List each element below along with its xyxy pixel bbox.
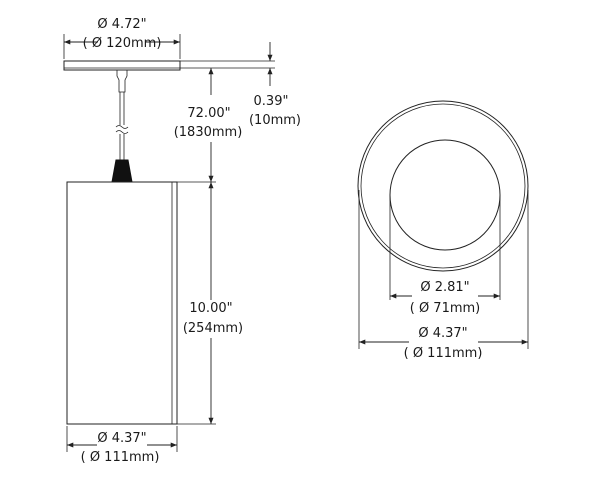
cord-length-mm: (1830mm): [174, 125, 243, 140]
suspension-cord: [115, 70, 129, 160]
cylinder-height-dimension: 10.00" (254mm): [183, 182, 243, 424]
outer-diameter-mm: ( Ø 111mm): [404, 346, 483, 361]
canopy-thickness-dimension: 0.39" (10mm): [249, 42, 301, 128]
outer-diameter-in: Ø 4.37": [418, 326, 467, 341]
inner-diameter-in: Ø 2.81": [420, 280, 469, 295]
inner-diameter-mm: ( Ø 71mm): [410, 301, 481, 316]
outer-diameter-dimension: Ø 4.37" ( Ø 111mm): [358, 190, 529, 361]
cylinder-diameter-dimension: Ø 4.37" ( Ø 111mm): [66, 426, 178, 465]
cylinder-height-in: 10.00": [189, 301, 232, 316]
bottom-view: Ø 2.81" ( Ø 71mm) Ø 4.37" ( Ø 111mm): [357, 100, 529, 361]
cylinder-height-mm: (254mm): [183, 321, 243, 336]
canopy-thickness-mm: (10mm): [249, 113, 301, 128]
inner-opening: [389, 139, 501, 251]
canopy-diameter-mm: ( Ø 120mm): [83, 36, 162, 51]
cylinder-shade: [66, 181, 178, 425]
cord-length-in: 72.00": [187, 106, 230, 121]
cord-length-dimension: 72.00" (1830mm): [174, 68, 243, 182]
cylinder-diameter-mm: ( Ø 111mm): [81, 450, 160, 465]
inner-diameter-dimension: Ø 2.81" ( Ø 71mm): [389, 195, 501, 316]
cylinder-diameter-in: Ø 4.37": [97, 431, 146, 446]
cord-grip: [111, 159, 133, 183]
canopy-thickness-in: 0.39": [254, 94, 289, 109]
canopy: [63, 60, 181, 71]
canopy-diameter-dimension: Ø 4.72" ( Ø 120mm): [63, 17, 181, 59]
side-view: Ø 4.72" ( Ø 120mm): [63, 17, 301, 465]
canopy-diameter-in: Ø 4.72": [97, 17, 146, 32]
shade-rim: [357, 100, 529, 272]
